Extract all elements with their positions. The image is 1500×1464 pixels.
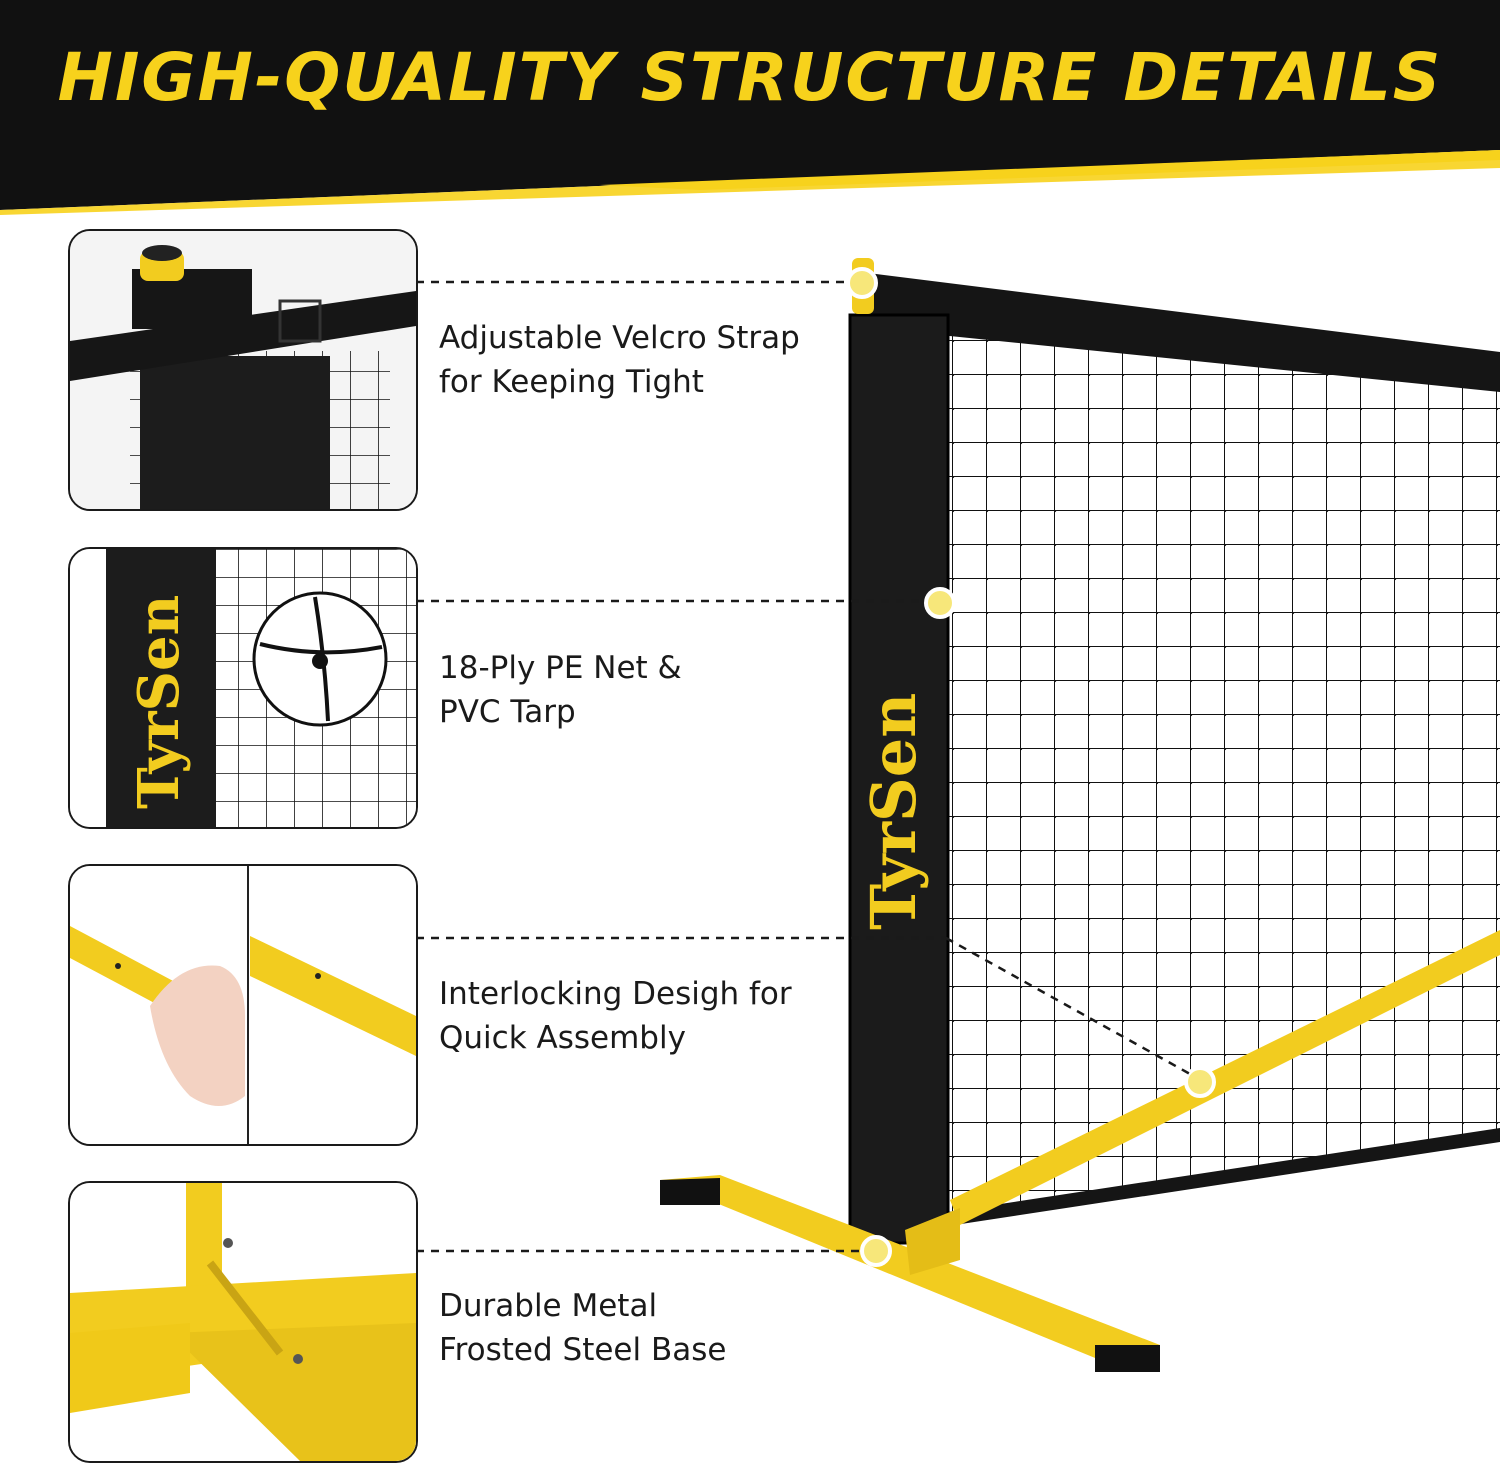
feature-label-interlocking: Interlocking Desigh for Quick Assembly [439,972,792,1060]
feature-line: for Keeping Tight [439,364,704,400]
net-top-tape [860,272,1500,392]
callout-dot-strap [846,267,878,299]
feature-label-net-tarp: 18-Ply PE Net & PVC Tarp [439,646,682,734]
feature-line: Durable Metal [439,1288,658,1324]
thumbnail-velcro-strap [68,229,418,511]
thumbnail-net-tarp: TyrSen [68,547,418,829]
sleeve-logo: TyrSen [857,693,930,930]
thumbnail-interlocking [68,864,418,1146]
feature-label-velcro-strap: Adjustable Velcro Strap for Keeping Tigh… [439,316,800,404]
feature-line: Interlocking Desigh for [439,976,792,1012]
side-sleeve [850,315,948,1243]
feature-line: Quick Assembly [439,1020,686,1056]
feature-line: 18-Ply PE Net & [439,650,682,686]
feature-line: PVC Tarp [439,694,576,730]
feature-label-steel-base: Durable Metal Frosted Steel Base [439,1284,726,1372]
header-background [0,0,1500,215]
feature-line: Adjustable Velcro Strap [439,320,800,356]
callout-dot-assembly [1184,1066,1216,1098]
support-bar [950,930,1500,1225]
callout-dot-net [924,587,956,619]
callout-dot-base [860,1235,892,1267]
thumbnail-logo: TyrSen [126,595,192,809]
net-bottom-tape [948,1128,1500,1226]
thumbnail-steel-base [68,1181,418,1463]
page-title: HIGH-QUALITY STRUCTURE DETAILS [57,39,1443,116]
header-banner: HIGH-QUALITY STRUCTURE DETAILS [0,0,1500,215]
feature-line: Frosted Steel Base [439,1332,727,1368]
